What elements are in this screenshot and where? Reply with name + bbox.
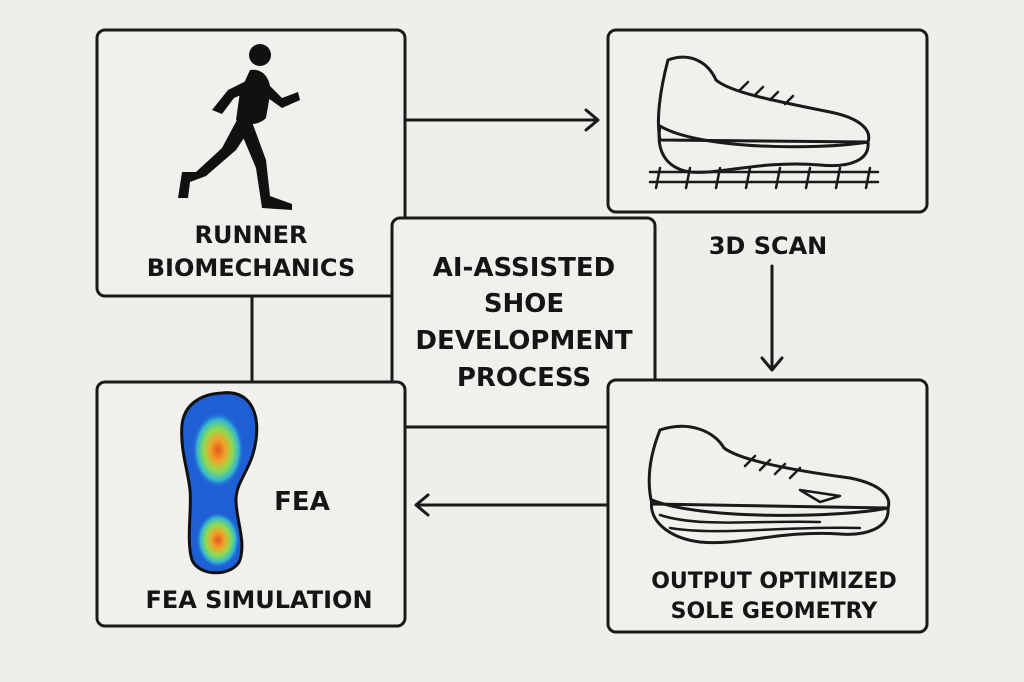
fea-label: FEA SIMULATION <box>145 586 372 614</box>
title-line2: SHOE <box>484 289 564 319</box>
arrow-scan-to-output <box>760 264 784 372</box>
center-process-node: AI-ASSISTED SHOE DEVELOPMENT PROCESS <box>390 216 657 429</box>
3d-scan-node: 3D SCAN <box>606 28 929 260</box>
runner-icon <box>178 44 300 210</box>
runner-label-line2: BIOMECHANICS <box>147 254 356 282</box>
fea-inner-label: FEA <box>274 487 330 517</box>
optimized-shoe-icon <box>647 424 891 545</box>
title-line1: AI-ASSISTED <box>433 253 615 283</box>
shoe-scan-icon <box>648 55 880 190</box>
arrow-runner-to-scan <box>404 108 600 132</box>
runner-label-line1: RUNNER <box>194 221 307 249</box>
runner-box <box>95 28 407 298</box>
center-box <box>390 216 657 429</box>
scan-label: 3D SCAN <box>709 232 828 260</box>
foot-pressure-heatmap-icon <box>180 391 259 575</box>
arrow-output-to-fea <box>414 493 609 517</box>
output-label-line1: OUTPUT OPTIMIZED <box>651 569 897 594</box>
output-geometry-node: OUTPUT OPTIMIZED SOLE GEOMETRY <box>606 378 929 634</box>
fea-box <box>95 380 407 628</box>
fea-simulation-node: FEA FEA SIMULATION <box>95 380 407 628</box>
runner-biomechanics-node: RUNNER BIOMECHANICS <box>95 28 407 298</box>
output-label-line2: SOLE GEOMETRY <box>671 599 879 624</box>
title-line3: DEVELOPMENT <box>415 326 632 356</box>
title-line4: PROCESS <box>457 363 591 393</box>
scan-box <box>606 28 929 214</box>
